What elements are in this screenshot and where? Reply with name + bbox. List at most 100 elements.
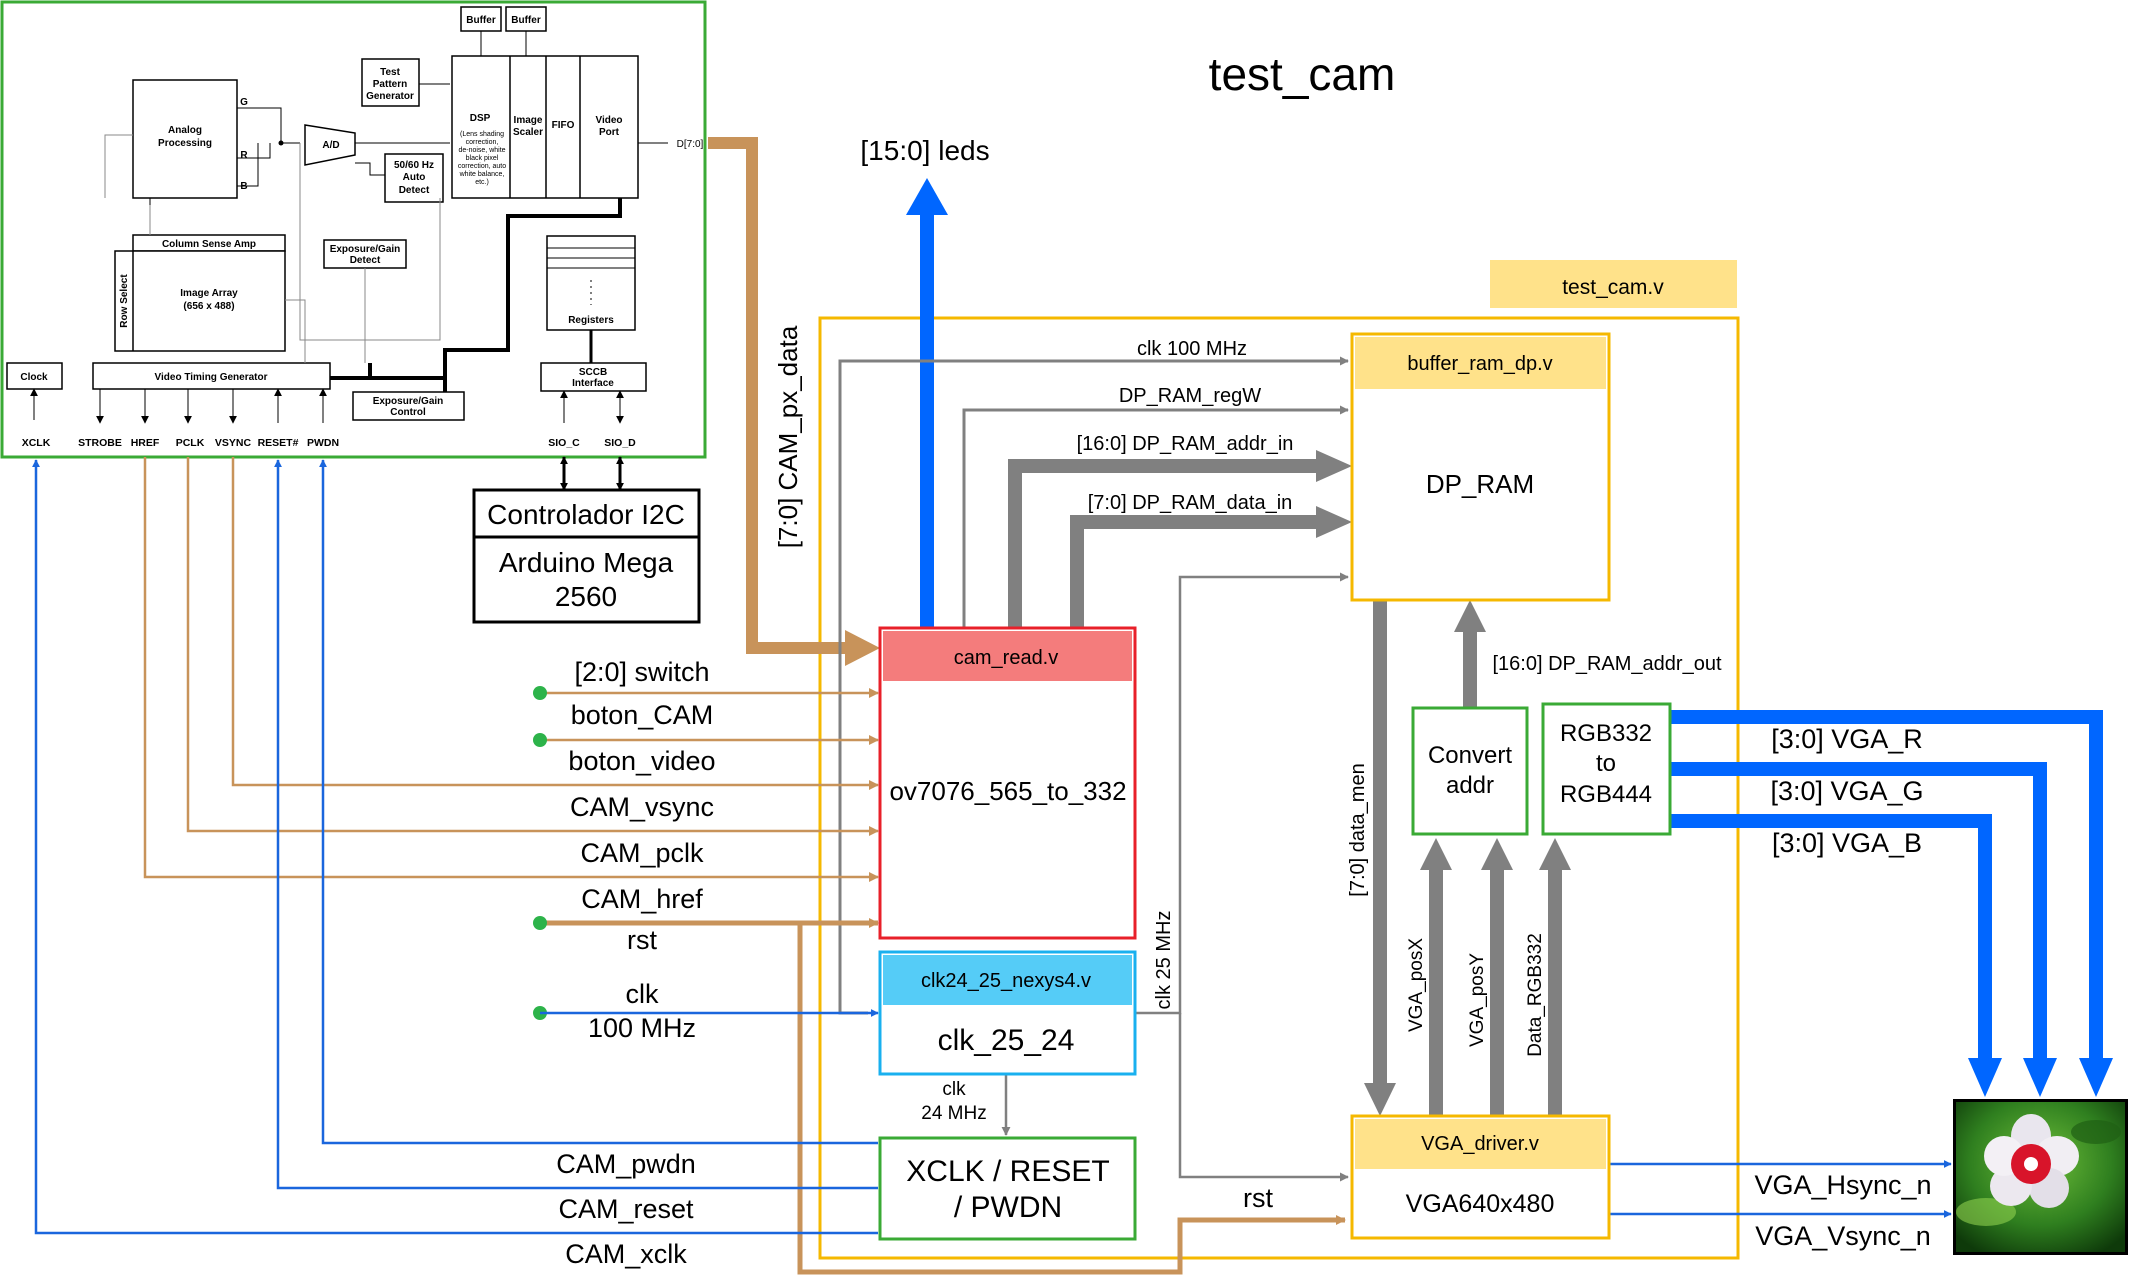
- rst2-label: rst: [1243, 1183, 1273, 1213]
- data-in-label: [7:0] DP_RAM_data_in: [1088, 492, 1293, 514]
- svg-text:D[7:0]: D[7:0]: [677, 139, 704, 150]
- svg-text:buffer_ram_dp.v: buffer_ram_dp.v: [1407, 353, 1552, 375]
- svg-text:Pattern: Pattern: [373, 79, 407, 90]
- svg-text:SCCB: SCCB: [579, 367, 607, 378]
- cam-read-module: cam_read.v ov7076_565_to_332: [878, 626, 1137, 940]
- clk-in-label-1: clk: [626, 979, 659, 1009]
- svg-text:black pixel: black pixel: [466, 155, 499, 162]
- svg-text:correction,: correction,: [466, 139, 499, 146]
- clk-module: clk24_25_nexys4.v clk_25_24: [878, 950, 1137, 1076]
- clk24-label-1: clk: [942, 1079, 966, 1100]
- svg-text:(Lens shading: (Lens shading: [460, 131, 504, 138]
- cam-reset-label: CAM_reset: [558, 1194, 694, 1224]
- svg-text:white balance,: white balance,: [459, 171, 505, 178]
- svg-text:cam_read.v: cam_read.v: [954, 647, 1059, 669]
- xclk-reset-module: XCLK / RESET / PWDN: [878, 1136, 1137, 1241]
- buffer-label-1: Buffer: [466, 15, 496, 26]
- svg-text:Arduino Mega: Arduino Mega: [499, 547, 674, 578]
- svg-text:etc.): etc.): [475, 179, 489, 186]
- page-title: test_cam: [1209, 48, 1396, 100]
- svg-text:VGA640x480: VGA640x480: [1406, 1190, 1555, 1218]
- pin-reset: RESET#: [258, 437, 299, 449]
- leds-label: [15:0] leds: [860, 135, 989, 166]
- svg-text:Video: Video: [595, 115, 622, 126]
- pin-strobe: STROBE: [78, 437, 122, 449]
- regw-label: DP_RAM_regW: [1119, 385, 1261, 407]
- cam-vsync-label: CAM_vsync: [570, 792, 714, 822]
- svg-text:RGB332: RGB332: [1560, 720, 1652, 747]
- boton-video-label: boton_video: [568, 746, 715, 776]
- svg-text:Interface: Interface: [572, 378, 614, 389]
- svg-text:R: R: [240, 150, 248, 161]
- svg-text:(656 x 488): (656 x 488): [183, 301, 234, 312]
- pin-xclk: XCLK: [22, 437, 51, 449]
- buffer-ram-module: buffer_ram_dp.v DP_RAM: [1350, 332, 1611, 602]
- rst-label: rst: [627, 925, 657, 955]
- svg-text:RGB444: RGB444: [1560, 781, 1652, 808]
- exposure-gain-control: [352, 391, 465, 421]
- addr-in-label: [16:0] DP_RAM_addr_in: [1077, 433, 1294, 455]
- svg-text:G: G: [240, 97, 248, 108]
- svg-text:XCLK / RESET: XCLK / RESET: [906, 1155, 1109, 1188]
- autodetect-box: [384, 153, 444, 203]
- boton-cam-label: boton_CAM: [571, 700, 714, 730]
- vga-driver-module: VGA_driver.v VGA640x480: [1350, 1114, 1611, 1240]
- svg-text:Port: Port: [599, 127, 620, 138]
- svg-text:/ PWDN: / PWDN: [954, 1191, 1062, 1224]
- camera-sensor-block: Buffer Buffer Test Pattern Generator Ana…: [0, 0, 707, 459]
- ad-converter: [304, 124, 356, 166]
- cam-px-data-label: [7:0] CAM_px_data: [773, 325, 803, 548]
- vga-r-label: [3:0] VGA_R: [1771, 724, 1923, 754]
- data-men-label: [7:0] data_men: [1347, 763, 1369, 896]
- input-signals: [143, 457, 1346, 1275]
- pin-vsync: VSYNC: [215, 437, 252, 449]
- svg-text:VGA_driver.v: VGA_driver.v: [1421, 1133, 1539, 1155]
- svg-text:Row Select: Row Select: [119, 274, 130, 328]
- dsp-block: [451, 55, 639, 199]
- vga-posx-label: VGA_posX: [1406, 938, 1427, 1032]
- svg-text:clk24_25_nexys4.v: clk24_25_nexys4.v: [921, 970, 1091, 992]
- svg-text:Detect: Detect: [350, 255, 381, 266]
- clk24-label-2: 24 MHz: [921, 1103, 986, 1124]
- svg-text:2560: 2560: [555, 581, 617, 612]
- svg-text:Convert: Convert: [1428, 742, 1512, 769]
- pin-pclk: PCLK: [176, 437, 205, 449]
- monitor-image: [1953, 1099, 2128, 1255]
- svg-text:Image Array: Image Array: [180, 288, 238, 299]
- test-pattern-generator: [361, 58, 420, 107]
- svg-text:Exposure/Gain: Exposure/Gain: [373, 396, 444, 407]
- svg-text:Detect: Detect: [399, 185, 430, 196]
- image-array: [114, 250, 286, 352]
- buffer-label-2: Buffer: [511, 15, 541, 26]
- svg-text:Control: Control: [390, 407, 426, 418]
- svg-text:A/D: A/D: [322, 140, 339, 151]
- svg-text:Analog: Analog: [168, 125, 202, 136]
- svg-text:ov7076_565_to_332: ov7076_565_to_332: [889, 776, 1126, 806]
- svg-text:Controlador I2C: Controlador I2C: [487, 499, 685, 530]
- svg-text:Column Sense Amp: Column Sense Amp: [162, 239, 256, 250]
- svg-text:Generator: Generator: [366, 91, 414, 102]
- svg-text:to: to: [1596, 750, 1616, 777]
- convert-addr-module: Convert addr: [1411, 706, 1529, 836]
- pin-sio-d: SIO_D: [604, 437, 636, 449]
- exposure-gain-detect: [323, 239, 407, 269]
- svg-text:Exposure/Gain: Exposure/Gain: [330, 244, 401, 255]
- clk-in-label-2: 100 MHz: [588, 1013, 696, 1043]
- vga-b-label: [3:0] VGA_B: [1772, 828, 1922, 858]
- pin-sio-c: SIO_C: [548, 437, 580, 449]
- cam-pwdn-label: CAM_pwdn: [556, 1149, 696, 1179]
- svg-text:50/60 Hz: 50/60 Hz: [394, 160, 434, 171]
- analog-processing: [132, 79, 238, 199]
- svg-text:Registers: Registers: [568, 315, 614, 326]
- svg-text:Auto: Auto: [403, 172, 426, 183]
- cam-px-data-bus: [708, 137, 845, 654]
- svg-text:correction, auto: correction, auto: [458, 163, 506, 170]
- pin-pwdn: PWDN: [307, 437, 339, 449]
- svg-text:addr: addr: [1446, 772, 1494, 799]
- hsync-label: VGA_Hsync_n: [1754, 1170, 1931, 1200]
- svg-text:Scaler: Scaler: [513, 127, 543, 138]
- cam-pclk-label: CAM_pclk: [580, 838, 704, 868]
- addr-out-label: [16:0] DP_RAM_addr_out: [1492, 653, 1721, 675]
- pin-href: HREF: [131, 437, 160, 449]
